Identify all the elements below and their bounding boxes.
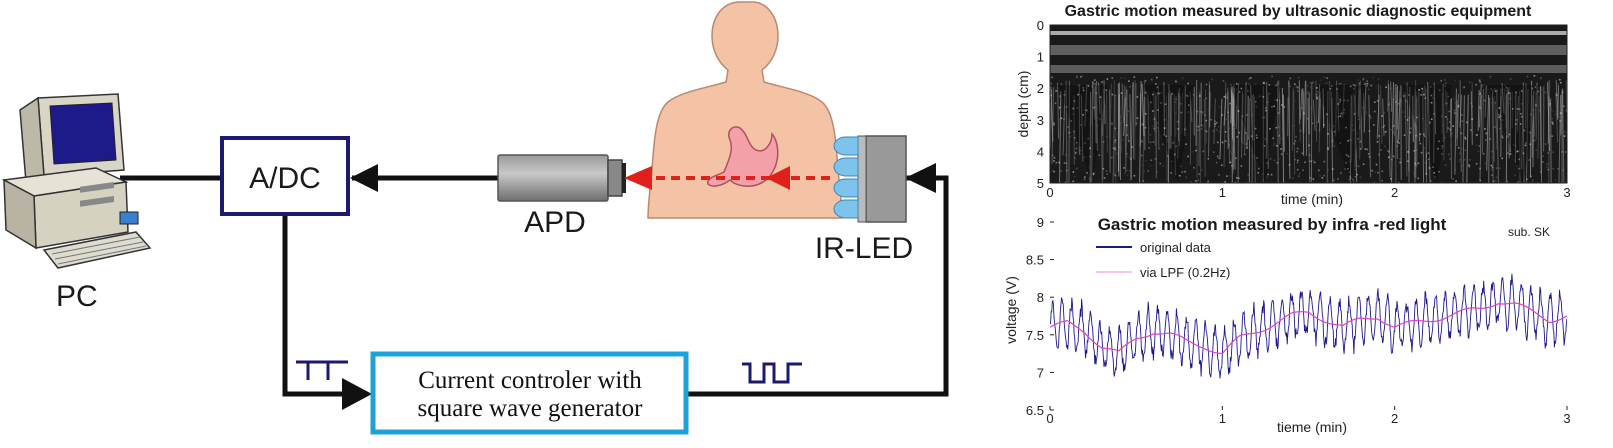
ir-chart-annotation: sub. SK <box>1508 225 1550 239</box>
apd-sensor-icon <box>497 154 626 202</box>
arrowhead-into-led <box>905 163 936 193</box>
ir-y-tick: 8.5 <box>1026 253 1044 268</box>
ir-x-tick: 2 <box>1391 411 1398 426</box>
ir-y-tick: 7.5 <box>1026 328 1044 343</box>
controller-line-2: square wave generator <box>418 395 644 422</box>
ir-x-ticks: 0 1 2 3 <box>1046 406 1571 426</box>
ultrasound-y-tick: 5 <box>1037 176 1044 191</box>
ultrasound-image <box>1050 25 1567 183</box>
ultrasound-y-tick: 2 <box>1037 81 1044 96</box>
ultrasound-x-tick: 3 <box>1563 185 1570 200</box>
ultrasound-x-tick: 2 <box>1391 185 1398 200</box>
ir-y-tick: 6.5 <box>1026 403 1044 418</box>
ultrasound-xlabel: time (min) <box>1281 191 1343 207</box>
ir-x-tick: 0 <box>1046 411 1053 426</box>
controller-box <box>370 351 689 435</box>
arrowhead-into-controller <box>342 378 372 410</box>
ir-led-array-icon <box>833 135 907 223</box>
series-original-data <box>1050 273 1567 379</box>
ir-y-tick: 8 <box>1037 290 1044 305</box>
ultrasound-y-tick: 0 <box>1037 18 1044 33</box>
ir-y-ticks: 6.5 7 7.5 8 8.5 9 <box>1026 215 1054 418</box>
ir-y-tick: 7 <box>1037 365 1044 380</box>
ir-y-tick: 9 <box>1037 215 1044 230</box>
beam-arrowhead-body <box>766 166 790 190</box>
ultrasound-y-tick: 3 <box>1037 113 1044 128</box>
ir-plot-area <box>1050 273 1567 379</box>
ultrasound-x-ticks: 0 1 2 3 <box>1046 178 1571 200</box>
legend-label-lpf: via LPF (0.2Hz) <box>1140 265 1230 280</box>
ir-chart-title: Gastric motion measured by infra -red li… <box>1098 215 1447 234</box>
ir-xlabel: tieme (min) <box>1277 419 1347 435</box>
ultrasound-x-tick: 0 <box>1046 185 1053 200</box>
pc-computer-icon <box>1 93 152 269</box>
pulse-waveform-icon-left <box>296 360 348 380</box>
ultrasound-panel: Gastric motion measured by ultrasonic di… <box>1015 3 1571 207</box>
ir-ylabel: voltage (V) <box>1003 276 1019 344</box>
series-lpf <box>1050 302 1567 355</box>
irled-label: IR-LED <box>815 232 913 265</box>
ir-x-tick: 1 <box>1219 411 1226 426</box>
human-body-icon <box>647 1 843 219</box>
ultrasound-y-tick: 4 <box>1037 144 1044 159</box>
light-beam <box>624 166 830 190</box>
apd-label: APD <box>524 206 586 239</box>
ultrasound-x-tick: 1 <box>1219 185 1226 200</box>
wire-adc-to-controller <box>282 215 350 397</box>
square-waveform-icon-right <box>742 362 802 384</box>
ir-legend: original data via LPF (0.2Hz) <box>1096 240 1230 280</box>
arrowhead-into-adc <box>350 164 378 192</box>
adc-box <box>220 136 350 216</box>
beam-arrowhead-apd <box>624 166 652 190</box>
ultrasound-ylabel: depth (cm) <box>1015 71 1031 138</box>
ultrasound-y-ticks: 0 1 2 3 4 5 <box>1037 18 1044 191</box>
legend-label-original: original data <box>1140 240 1212 255</box>
ultrasound-title: Gastric motion measured by ultrasonic di… <box>1065 3 1532 20</box>
ir-chart: Gastric motion measured by infra -red li… <box>1003 215 1571 435</box>
adc-label: A/DC <box>249 162 321 195</box>
pc-label: PC <box>56 280 98 313</box>
controller-line-1: Current controler with <box>418 367 642 394</box>
ir-x-tick: 3 <box>1563 411 1570 426</box>
block-diagram: PC A/DC APD <box>1 1 949 435</box>
ultrasound-y-tick: 1 <box>1037 50 1044 65</box>
